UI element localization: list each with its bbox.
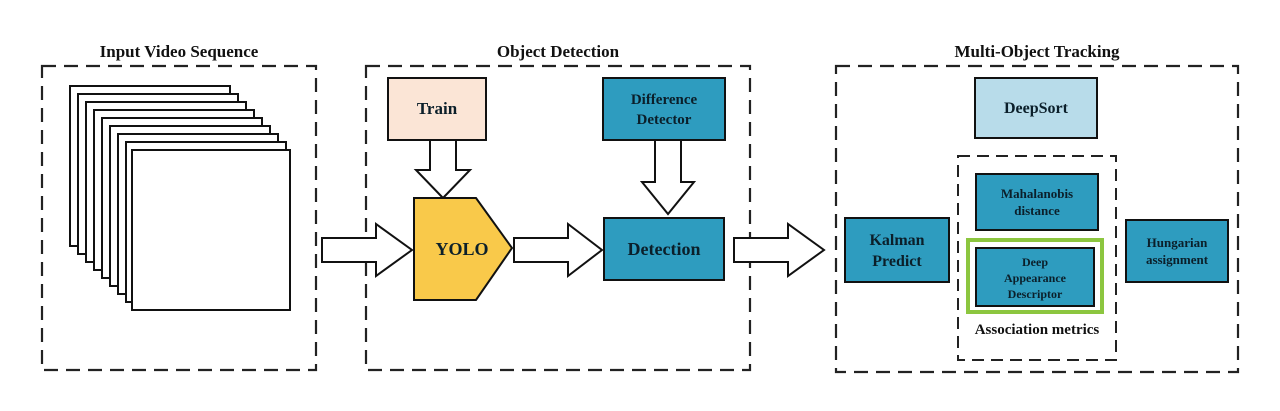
yolo-label: YOLO xyxy=(435,239,488,259)
train-label: Train xyxy=(417,99,458,118)
difference-detector-box xyxy=(602,77,726,141)
mahalanobis-box xyxy=(975,173,1099,231)
arrow-input-to-yolo xyxy=(321,222,414,278)
association-metrics-label: Association metrics xyxy=(975,322,1100,338)
tracking-section-frame xyxy=(834,64,1240,374)
mahalanobis-label-line1: Mahalanobis xyxy=(1001,186,1073,201)
video-frame-stack xyxy=(69,85,291,311)
deep-appearance-highlight xyxy=(966,238,1104,314)
arrow-yolo-to-detection xyxy=(513,221,604,279)
deep-appearance-label-line2: Appearance xyxy=(1004,271,1067,285)
difference-detector-label-line1: Difference xyxy=(631,92,698,108)
deep-appearance-label-line1: Deep xyxy=(1022,255,1048,269)
association-metrics-frame xyxy=(957,155,1117,361)
input-section-title: Input Video Sequence xyxy=(100,42,259,61)
mahalanobis-label-line2: distance xyxy=(1014,203,1060,218)
difference-detector-label-line2: Detector xyxy=(637,112,692,128)
detection-section-title: Object Detection xyxy=(497,42,620,61)
arrow-diffdetector-to-detection xyxy=(639,139,697,216)
arrow-train-to-yolo xyxy=(413,139,473,200)
input-section-frame xyxy=(40,64,318,372)
hungarian-label-line1: Hungarian xyxy=(1147,235,1208,250)
deepsort-box xyxy=(974,77,1098,139)
deep-appearance-box xyxy=(975,247,1095,307)
kalman-label-line2: Predict xyxy=(872,253,922,270)
train-box xyxy=(387,77,487,141)
yolo-pentagon xyxy=(413,197,514,301)
detection-label: Detection xyxy=(628,239,701,259)
arrow-detection-to-tracking xyxy=(733,222,826,278)
hungarian-label-line2: assignment xyxy=(1146,252,1209,267)
kalman-predict-box xyxy=(844,217,950,283)
hungarian-box xyxy=(1125,219,1229,283)
deep-appearance-label-line3: Descriptor xyxy=(1008,287,1063,301)
detection-box xyxy=(603,217,725,281)
kalman-label-line1: Kalman xyxy=(869,232,924,249)
video-frame xyxy=(131,149,291,311)
detection-section-frame xyxy=(364,64,752,372)
tracking-section-title: Multi-Object Tracking xyxy=(954,42,1120,61)
deepsort-label: DeepSort xyxy=(1004,100,1069,117)
